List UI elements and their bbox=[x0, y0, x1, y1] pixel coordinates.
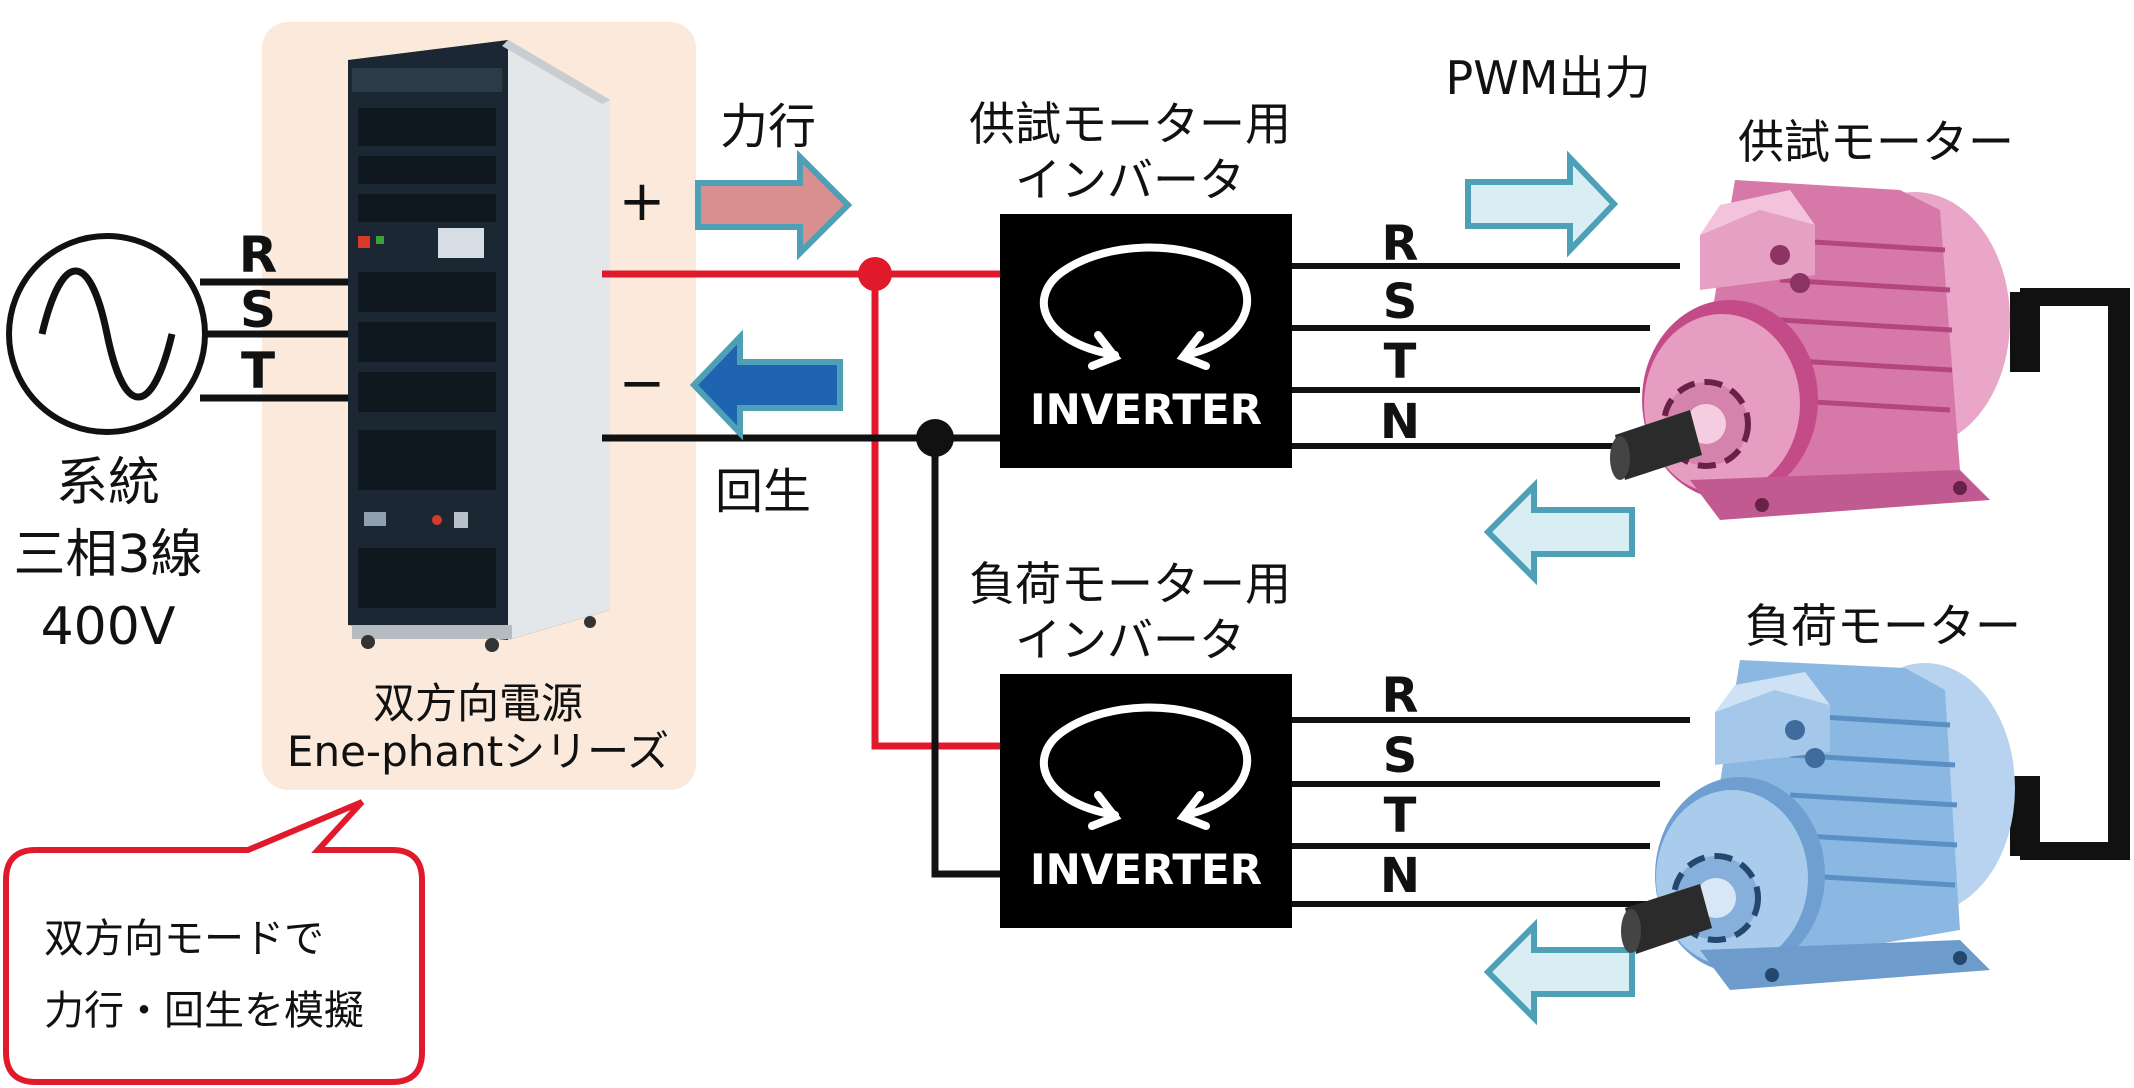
powering-label: 力行 bbox=[720, 99, 816, 155]
motor-coupling-shaft bbox=[2010, 288, 2130, 860]
test-phase-n: N bbox=[1380, 394, 1420, 450]
source-label-line-1: 系統 bbox=[56, 453, 160, 513]
minus-terminal-label: − bbox=[619, 351, 666, 416]
test-phase-r: R bbox=[1382, 216, 1419, 272]
test-phase-s: S bbox=[1383, 274, 1418, 330]
regeneration-label: 回生 bbox=[715, 464, 811, 520]
test-phase-t: T bbox=[1384, 334, 1417, 390]
load-motor-return-arrow-icon bbox=[1483, 918, 1635, 1026]
load-inverter-output-lines bbox=[1292, 717, 1690, 907]
regeneration-arrow-icon bbox=[689, 329, 843, 441]
load-inverter-cycle-icon bbox=[1039, 703, 1252, 830]
callout-line-1: 双方向モードで bbox=[44, 916, 324, 962]
source-phase-t: T bbox=[241, 342, 275, 400]
load-phase-n: N bbox=[1380, 848, 1420, 904]
test-inverter-title-2: インバータ bbox=[1015, 153, 1245, 207]
load-motor-image bbox=[1621, 660, 2015, 990]
power-supply-cabinet-image bbox=[348, 40, 610, 652]
load-phase-r: R bbox=[1382, 668, 1419, 724]
test-inverter-label: INVERTER bbox=[1030, 385, 1262, 434]
source-phase-s: S bbox=[240, 281, 276, 339]
load-inverter-title-1: 負荷モーター用 bbox=[969, 557, 1291, 611]
source-label-line-3: 400V bbox=[41, 597, 176, 657]
source-label-line-2: 三相3線 bbox=[13, 525, 202, 585]
test-motor-image bbox=[1610, 180, 2010, 520]
test-motor-return-arrow-icon bbox=[1483, 478, 1635, 586]
load-phase-t: T bbox=[1384, 788, 1417, 844]
load-inverter-box bbox=[1000, 674, 1292, 928]
load-inverter-title-2: インバータ bbox=[1015, 613, 1245, 667]
positive-bus bbox=[602, 270, 1000, 750]
test-inverter-output-lines bbox=[1292, 263, 1680, 449]
test-inverter-cycle-icon bbox=[1039, 243, 1252, 370]
pwm-arrow-icon bbox=[1465, 150, 1619, 258]
test-inverter-title-1: 供試モーター用 bbox=[969, 97, 1291, 151]
plus-terminal-label: + bbox=[619, 169, 666, 234]
negative-junction bbox=[916, 419, 954, 457]
positive-junction bbox=[858, 257, 892, 291]
power-supply-series: Ene-phantシリーズ bbox=[287, 727, 669, 776]
source-phase-r: R bbox=[239, 226, 278, 284]
power-supply-name: 双方向電源 bbox=[373, 679, 583, 728]
powering-arrow-icon bbox=[695, 149, 853, 261]
load-motor-label: 負荷モーター bbox=[1745, 599, 2021, 653]
test-inverter-box bbox=[1000, 214, 1292, 468]
pwm-output-label: PWM出力 bbox=[1446, 51, 1651, 105]
callout-line-2: 力行・回生を模擬 bbox=[44, 988, 364, 1034]
test-motor-label: 供試モーター bbox=[1738, 115, 2014, 169]
load-inverter-label: INVERTER bbox=[1030, 845, 1262, 894]
load-phase-s: S bbox=[1383, 728, 1418, 784]
callout-bubble bbox=[3, 799, 425, 1085]
source-lines bbox=[200, 278, 355, 402]
sine-wave-icon bbox=[38, 267, 176, 401]
